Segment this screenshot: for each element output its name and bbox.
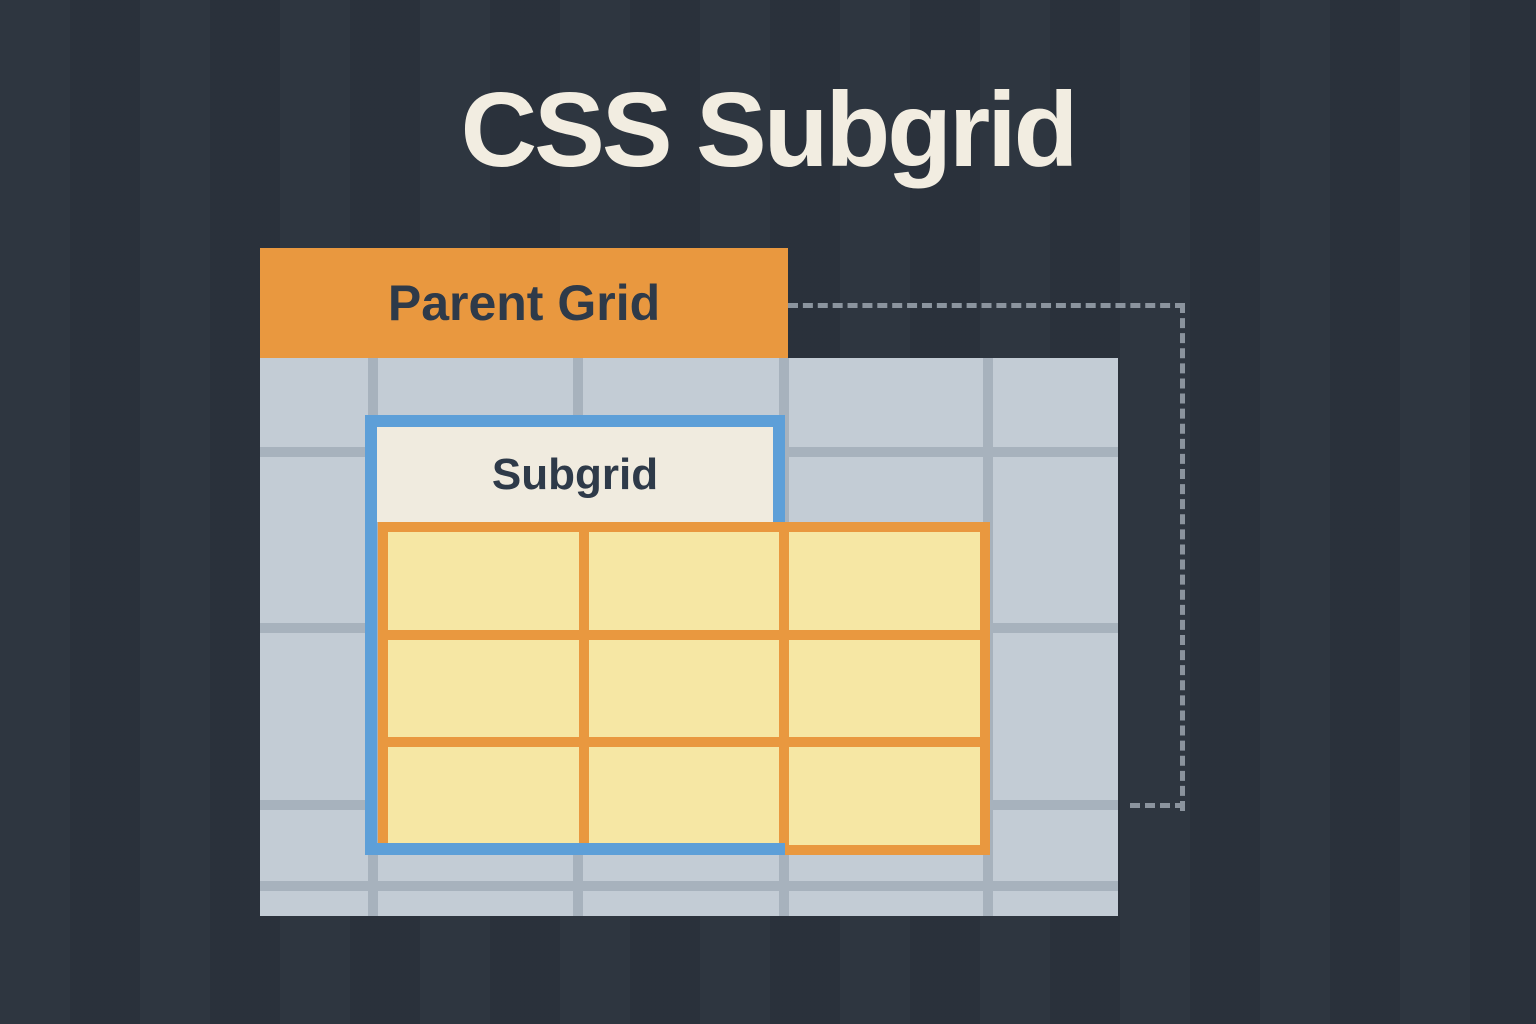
subgrid-cell <box>789 747 980 845</box>
subgrid-cell <box>789 532 980 630</box>
dashed-connector-bottom <box>1130 803 1185 808</box>
subgrid-cell <box>588 532 780 630</box>
subgrid-border-left <box>365 415 377 855</box>
dashed-connector-right <box>1180 303 1185 811</box>
dashed-connector-top <box>788 303 1185 308</box>
subgrid-label: Subgrid <box>491 449 659 499</box>
subgrid-table <box>378 522 990 855</box>
subgrid-cell <box>588 639 780 738</box>
subgrid-cell <box>789 639 980 738</box>
grid-line-horizontal <box>260 881 1118 891</box>
parent-grid-header: Parent Grid <box>260 248 788 358</box>
subgrid-cell <box>588 747 780 845</box>
subgrid-header: Subgrid <box>377 427 773 522</box>
diagram-title: CSS Subgrid <box>460 71 1079 189</box>
subgrid-border-top <box>365 415 785 427</box>
subgrid-border-bottom <box>365 843 785 855</box>
subgrid-cell <box>388 747 579 845</box>
subgrid-cell <box>388 532 579 630</box>
subgrid-cell <box>388 639 579 738</box>
parent-grid-label: Parent Grid <box>387 275 661 331</box>
